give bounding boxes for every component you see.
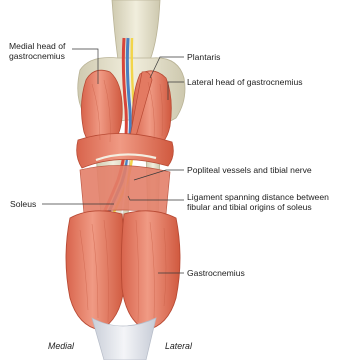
calcaneal-tendon [92, 318, 156, 360]
femur [112, 0, 160, 60]
gastrocnemius-medial-belly [66, 211, 125, 330]
orientation-lateral: Lateral [165, 341, 192, 351]
label-medial-head-line2: gastrocnemius [9, 51, 65, 61]
label-lateral-head-of-gastrocnemius: Lateral head of gastrocnemius [187, 77, 303, 87]
label-medial-head-of-gastrocnemius: Medial head of gastrocnemius [9, 41, 65, 61]
label-popliteal-vessels-and-tibial-nerve: Popliteal vessels and tibial nerve [187, 165, 312, 175]
orientation-medial: Medial [48, 341, 74, 351]
label-plantaris: Plantaris [187, 52, 220, 62]
label-gastrocnemius: Gastrocnemius [187, 268, 245, 278]
label-soleus-ligament: Ligament spanning distance between fibul… [187, 192, 329, 212]
label-ligament-line1: Ligament spanning distance between [187, 192, 329, 202]
label-medial-head-line1: Medial head of [9, 41, 65, 51]
label-soleus: Soleus [10, 199, 36, 209]
label-ligament-line2: fibular and tibial origins of soleus [187, 202, 329, 212]
